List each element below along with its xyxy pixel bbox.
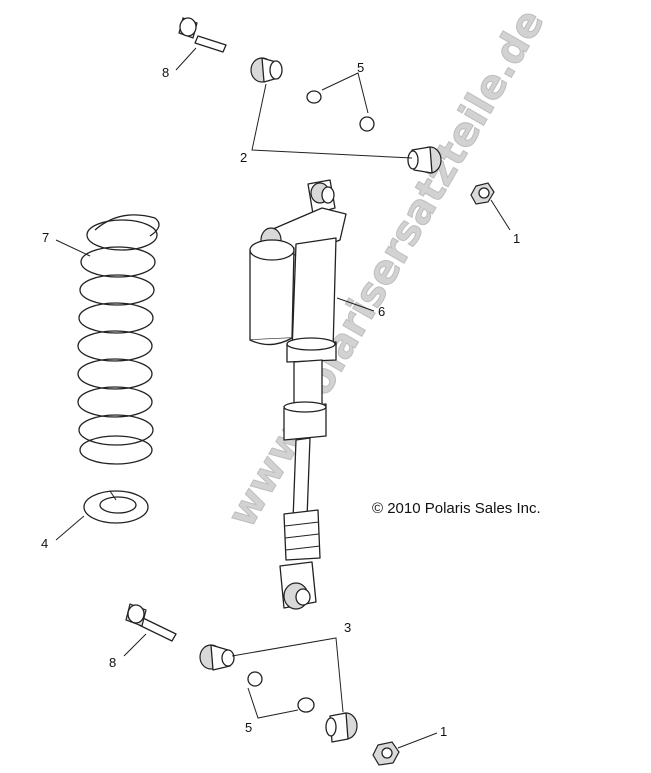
top-bushing-right (407, 146, 442, 174)
bottom-bushing-right (325, 712, 358, 743)
callout-bolt-bottom: 8 (109, 655, 116, 670)
callout-nut-bottom: 1 (440, 724, 447, 739)
callout-washers-top: 5 (357, 60, 364, 75)
spring-retainer (83, 490, 149, 524)
callout-bushings-bottom: 3 (344, 620, 351, 635)
leader-bolt-bottom (123, 633, 147, 657)
leader-bolt-top (175, 47, 197, 71)
washer-top-right (359, 116, 375, 132)
leader-washers-top (321, 72, 369, 114)
top-mounting-bolt (178, 17, 227, 53)
callout-nut-top: 1 (513, 231, 520, 246)
callout-retainer: 4 (41, 536, 48, 551)
washer-bottom-right (297, 697, 315, 713)
callout-bushings-top: 2 (240, 150, 247, 165)
leader-washers-bottom (247, 687, 299, 719)
copyright-text: © 2010 Polaris Sales Inc. (372, 500, 541, 517)
leader-retainer (55, 515, 85, 541)
coil-spring (77, 214, 160, 465)
leader-bushings-top (251, 83, 413, 159)
leader-bushings-bottom (231, 637, 344, 713)
bottom-bushing-left (199, 644, 235, 671)
leader-shock (336, 297, 375, 312)
callout-bolt-top: 8 (162, 65, 169, 80)
callout-shock: 6 (378, 304, 385, 319)
top-lock-nut (470, 182, 495, 205)
bottom-mounting-bolt (125, 603, 177, 642)
leader-spring (55, 239, 91, 257)
callout-washers-bottom: 5 (245, 720, 252, 735)
washer-top-left (306, 90, 322, 104)
top-bushing-left (250, 57, 283, 83)
shock-absorber (249, 179, 347, 610)
callout-spring: 7 (42, 230, 49, 245)
leader-nut-bottom (397, 732, 438, 749)
leader-nut-top (490, 199, 511, 231)
bottom-lock-nut (372, 741, 400, 766)
washer-bottom-left (247, 671, 263, 687)
